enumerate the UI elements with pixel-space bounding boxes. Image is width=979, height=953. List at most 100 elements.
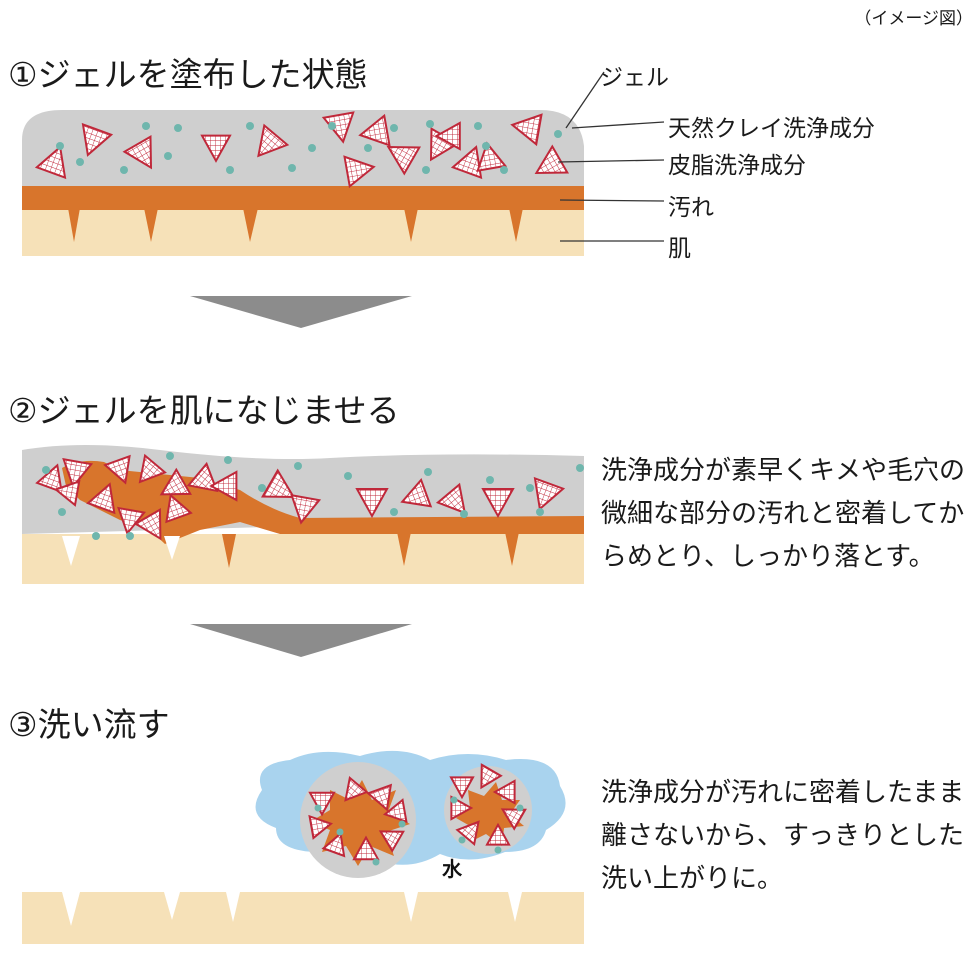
step2-description: 洗浄成分が素早くキメや毛穴の微細な部分の汚れと密着してからめとり、しっかり落とす… bbox=[601, 456, 966, 572]
sebum-cleanser-triangles bbox=[34, 111, 570, 189]
cleanser-triangle bbox=[449, 776, 475, 800]
water-label: 水 bbox=[442, 857, 463, 881]
clay-dot bbox=[536, 508, 544, 516]
cleanser-triangle bbox=[209, 470, 238, 502]
clay-dot bbox=[450, 796, 458, 804]
clay-dot bbox=[474, 122, 482, 130]
clay-dot bbox=[308, 144, 316, 152]
down-arrow-1 bbox=[190, 296, 412, 328]
clay-dots bbox=[42, 452, 584, 540]
cleanser-triangle bbox=[260, 468, 296, 499]
cleanser-triangle bbox=[35, 463, 63, 494]
cleanser-triangle bbox=[86, 482, 116, 515]
dirt-spikes bbox=[68, 208, 523, 242]
cleanser-triangle bbox=[165, 493, 193, 524]
cleanser-triangle bbox=[257, 123, 290, 158]
clay-dot bbox=[120, 166, 128, 174]
cleanser-triangle bbox=[386, 145, 422, 176]
skin-layer bbox=[22, 534, 584, 584]
clay-dot bbox=[288, 164, 296, 172]
clay-dot bbox=[372, 858, 380, 866]
clay-dot bbox=[314, 804, 322, 812]
clay-dot bbox=[344, 472, 352, 480]
clay-dot bbox=[426, 120, 434, 128]
clay-dot bbox=[482, 142, 490, 150]
cleanser-triangle bbox=[533, 476, 566, 511]
clay-dot bbox=[224, 456, 232, 464]
cleanser-triangle bbox=[186, 461, 219, 493]
step2-title: ②ジェルを肌になじませる bbox=[8, 391, 400, 430]
step3-description: 洗浄成分が汚れに密着したまま離さないから、すっきりとした洗い上がりに。 bbox=[601, 778, 965, 894]
dirt-layer bbox=[22, 186, 584, 210]
clay-dot bbox=[126, 532, 134, 540]
cleanser-triangle bbox=[352, 835, 380, 861]
cleanser-triangle bbox=[308, 791, 336, 817]
cleanser-triangle bbox=[138, 453, 167, 484]
clay-dot bbox=[500, 166, 508, 174]
cleanser-triangle bbox=[510, 113, 543, 147]
step3-title: ③洗い流す bbox=[8, 705, 170, 744]
cleanser-triangle bbox=[200, 134, 232, 163]
cleanser-triangle bbox=[455, 820, 480, 846]
clay-dot bbox=[390, 508, 398, 516]
clay-dot bbox=[576, 464, 584, 472]
clay-dot bbox=[526, 484, 534, 492]
cleanser-triangle bbox=[435, 482, 467, 515]
clay-dot bbox=[398, 820, 406, 828]
image-note: （イメージ図） bbox=[854, 9, 973, 29]
clean-pores bbox=[62, 892, 522, 926]
cleaned-pores bbox=[62, 536, 180, 566]
clay-dot bbox=[174, 124, 182, 132]
cleanser-triangle bbox=[476, 141, 508, 172]
label-gel: ジェル bbox=[600, 65, 669, 91]
clay-dot bbox=[422, 166, 430, 174]
label-clay: 天然クレイ洗浄成分 bbox=[668, 116, 875, 142]
cleanser-triangle bbox=[81, 122, 114, 157]
step1-title: ①ジェルを塗布した状態 bbox=[8, 55, 368, 94]
cleanser-triangle bbox=[355, 488, 389, 519]
clay-dot bbox=[494, 846, 502, 854]
cleanser-triangle bbox=[450, 145, 483, 180]
cleanser-triangle bbox=[400, 478, 433, 508]
clay-dot bbox=[516, 804, 524, 812]
clay-dot bbox=[76, 158, 84, 166]
cleanser-triangle bbox=[344, 776, 369, 802]
sebum-cleanser-triangles bbox=[35, 453, 566, 541]
cleanser-triangle bbox=[53, 479, 81, 507]
cleanser-triangle bbox=[321, 831, 346, 858]
clay-dot bbox=[92, 532, 100, 540]
clay-dot bbox=[142, 122, 150, 130]
cleanser-triangle bbox=[366, 783, 393, 812]
clay-dot bbox=[458, 836, 466, 844]
cleanser-triangle bbox=[159, 467, 192, 496]
leader-lines bbox=[557, 71, 665, 242]
sebum-cleanser-triangles bbox=[308, 763, 527, 861]
cleanser-triangle bbox=[290, 494, 322, 525]
cleanser-triangle bbox=[382, 798, 408, 824]
clay-dot bbox=[554, 130, 562, 138]
cleanser-triangle bbox=[358, 113, 391, 147]
cleanser-triangle bbox=[308, 814, 334, 840]
cleanser-triangle bbox=[500, 808, 527, 831]
clay-dot bbox=[328, 122, 336, 130]
down-arrow-2 bbox=[190, 624, 412, 657]
cleanser-triangle bbox=[122, 134, 153, 170]
clay-dot bbox=[336, 828, 344, 836]
step1-diagram bbox=[22, 71, 665, 256]
clay-dots bbox=[56, 120, 562, 174]
clay-dot bbox=[246, 122, 254, 130]
clay-dot bbox=[58, 508, 66, 516]
cleanser-triangle bbox=[485, 822, 511, 846]
skin-layer bbox=[22, 208, 584, 256]
cleanser-triangle bbox=[434, 121, 461, 151]
cleanser-triangle bbox=[34, 145, 67, 180]
clay-dot bbox=[166, 452, 174, 460]
clay-dot bbox=[226, 166, 234, 174]
dirt-spikes bbox=[222, 532, 519, 568]
clay-dot bbox=[258, 484, 266, 492]
label-dirt: 汚れ bbox=[668, 195, 714, 221]
clay-dot bbox=[364, 144, 372, 152]
cleanser-triangle bbox=[103, 454, 131, 485]
clay-dot bbox=[460, 510, 468, 518]
